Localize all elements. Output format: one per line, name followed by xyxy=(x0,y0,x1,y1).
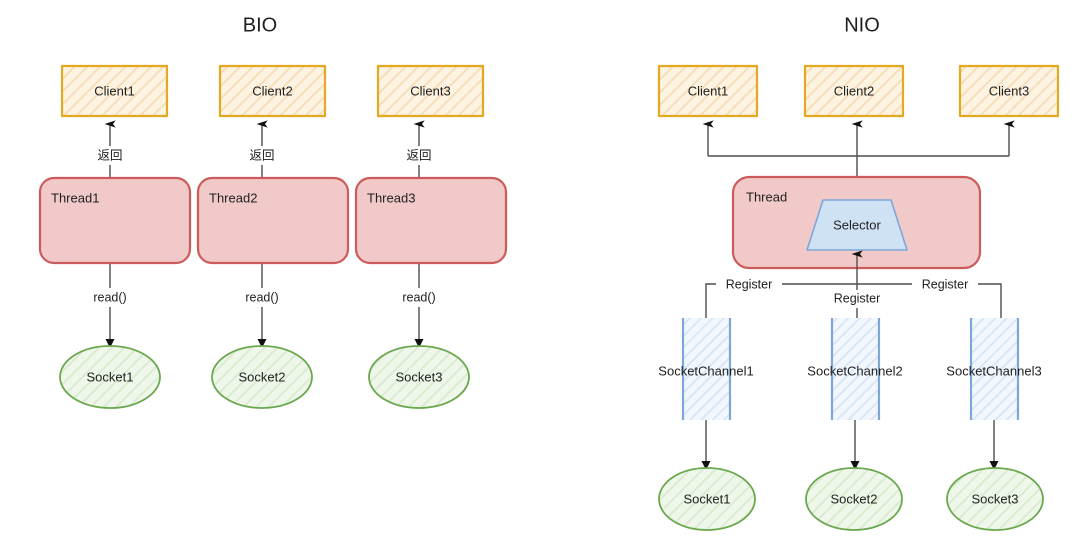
nio-register-edges: Register Register Register xyxy=(705,250,1002,318)
bio-client-label-1: Client1 xyxy=(94,83,134,98)
arrowhead-read2 xyxy=(257,339,267,348)
arrowhead-channel2 xyxy=(850,461,860,470)
nio-socket-2[interactable] xyxy=(805,467,903,531)
edge-register-bus xyxy=(705,283,1002,318)
edge-label-bg-read-3 xyxy=(393,288,445,307)
bio-socket-1[interactable] xyxy=(59,345,161,409)
edge-label-bg-return-3 xyxy=(398,146,440,165)
nio-sockets: Socket1 Socket2 Socket3 xyxy=(658,467,1044,531)
nio-client-box-3[interactable] xyxy=(958,64,1060,118)
nio-channel-box-3[interactable] xyxy=(971,318,1018,420)
nio-channel-box-1[interactable] xyxy=(683,318,730,420)
nio-client-label-1: Client1 xyxy=(688,83,728,98)
nio-channel-label-2: SocketChannel2 xyxy=(807,363,902,378)
bio-thread-box-1[interactable] xyxy=(38,176,192,265)
bio-thread-label-2: Thread2 xyxy=(209,190,257,205)
bio-thread-box-3[interactable] xyxy=(354,176,508,265)
panel-title-nio: NIO xyxy=(844,14,880,36)
panel-nio: NIO Client1 Client2 Client3 Thread xyxy=(657,14,1060,531)
edge-label-bg-return-1 xyxy=(89,146,131,165)
bio-client-label-3: Client3 xyxy=(410,83,450,98)
edge-label-register-2: Register xyxy=(834,291,881,305)
nio-selector-label: Selector xyxy=(833,217,881,232)
edge-label-return-1: 返回 xyxy=(97,148,122,162)
bio-client-box-1[interactable] xyxy=(60,64,169,118)
nio-selector-shape[interactable] xyxy=(806,199,908,251)
nio-channel-sides-3 xyxy=(969,318,1020,420)
bio-socket-2[interactable] xyxy=(211,345,313,409)
bio-socket-label-2: Socket2 xyxy=(239,369,286,384)
nio-channel-box-2[interactable] xyxy=(832,318,879,420)
edge-label-register-3: Register xyxy=(922,277,969,291)
edge-label-return-3: 返回 xyxy=(406,148,431,162)
nio-client-box-1[interactable] xyxy=(657,64,759,118)
edge-label-bg-register-3 xyxy=(912,276,978,294)
edge-label-bg-return-2 xyxy=(241,146,283,165)
bio-thread-label-1: Thread1 xyxy=(51,190,99,205)
nio-thread-group: Thread Selector xyxy=(731,175,982,270)
bio-column-3: Client3 返回 Thread3 read() Socket3 xyxy=(354,64,508,409)
edge-label-register-1: Register xyxy=(726,277,773,291)
edge-label-return-2: 返回 xyxy=(249,148,274,162)
nio-socket-label-3: Socket3 xyxy=(972,491,1019,506)
nio-client-label-2: Client2 xyxy=(834,83,874,98)
bio-thread-box-2[interactable] xyxy=(196,176,350,265)
nio-channel-label-3: SocketChannel3 xyxy=(946,363,1041,378)
bio-column-1: Client1 返回 Thread1 read() Socket1 xyxy=(38,64,192,409)
bio-client-box-2[interactable] xyxy=(218,64,327,118)
edge-label-read-2: read() xyxy=(245,290,278,304)
edge-label-bg-read-2 xyxy=(236,288,288,307)
arrowhead-read3 xyxy=(414,339,424,348)
edge-label-bg-register-2 xyxy=(824,290,890,308)
bio-thread-label-3: Thread3 xyxy=(367,190,415,205)
nio-socket-label-2: Socket2 xyxy=(831,491,878,506)
edge-label-bg-register-1 xyxy=(716,276,782,294)
arrowhead-read1 xyxy=(105,339,115,348)
nio-client-label-3: Client3 xyxy=(989,83,1029,98)
nio-client-box-2[interactable] xyxy=(803,64,905,118)
bio-socket-3[interactable] xyxy=(368,345,470,409)
edge-label-bg-read-1 xyxy=(84,288,136,307)
bio-column-2: Client2 返回 Thread2 read() Socket2 xyxy=(196,64,350,409)
bio-socket-label-3: Socket3 xyxy=(396,369,443,384)
nio-channel-label-1: SocketChannel1 xyxy=(658,363,753,378)
arrowhead-channel3 xyxy=(989,461,999,470)
panel-title-bio: BIO xyxy=(243,14,277,36)
bio-client-label-2: Client2 xyxy=(252,83,292,98)
nio-channel-sides-2 xyxy=(830,318,881,420)
bio-client-box-3[interactable] xyxy=(376,64,485,118)
nio-thread-label: Thread xyxy=(746,189,787,204)
nio-socket-label-1: Socket1 xyxy=(684,491,731,506)
nio-clients: Client1 Client2 Client3 xyxy=(657,64,1060,118)
nio-socket-3[interactable] xyxy=(946,467,1044,531)
bio-socket-label-1: Socket1 xyxy=(87,369,134,384)
nio-socket-channels: SocketChannel1 SocketChannel2 SocketChan… xyxy=(658,318,1042,420)
nio-channel-to-socket-edges xyxy=(701,420,999,470)
edge-label-read-1: read() xyxy=(93,290,126,304)
edge-label-read-3: read() xyxy=(402,290,435,304)
arrowhead-channel1 xyxy=(701,461,711,470)
nio-socket-1[interactable] xyxy=(658,467,756,531)
panel-bio: BIO Client1 返回 Thread1 read() Socket1 xyxy=(38,14,508,409)
nio-channel-sides-1 xyxy=(681,318,732,420)
